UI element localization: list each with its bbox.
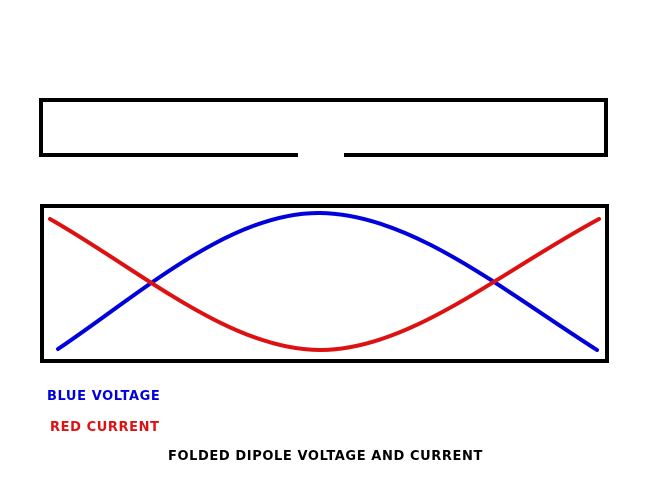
distribution-frame	[40, 204, 609, 363]
folded-dipole-antenna	[39, 98, 608, 157]
current-distribution-curve	[48, 217, 601, 353]
voltage-distribution-curve	[56, 210, 599, 352]
diagram-caption: FOLDED DIPOLE VOLTAGE AND CURRENT	[168, 449, 483, 464]
current-legend-label: RED CURRENT	[50, 420, 160, 435]
voltage-legend-label: BLUE VOLTAGE	[47, 389, 161, 404]
